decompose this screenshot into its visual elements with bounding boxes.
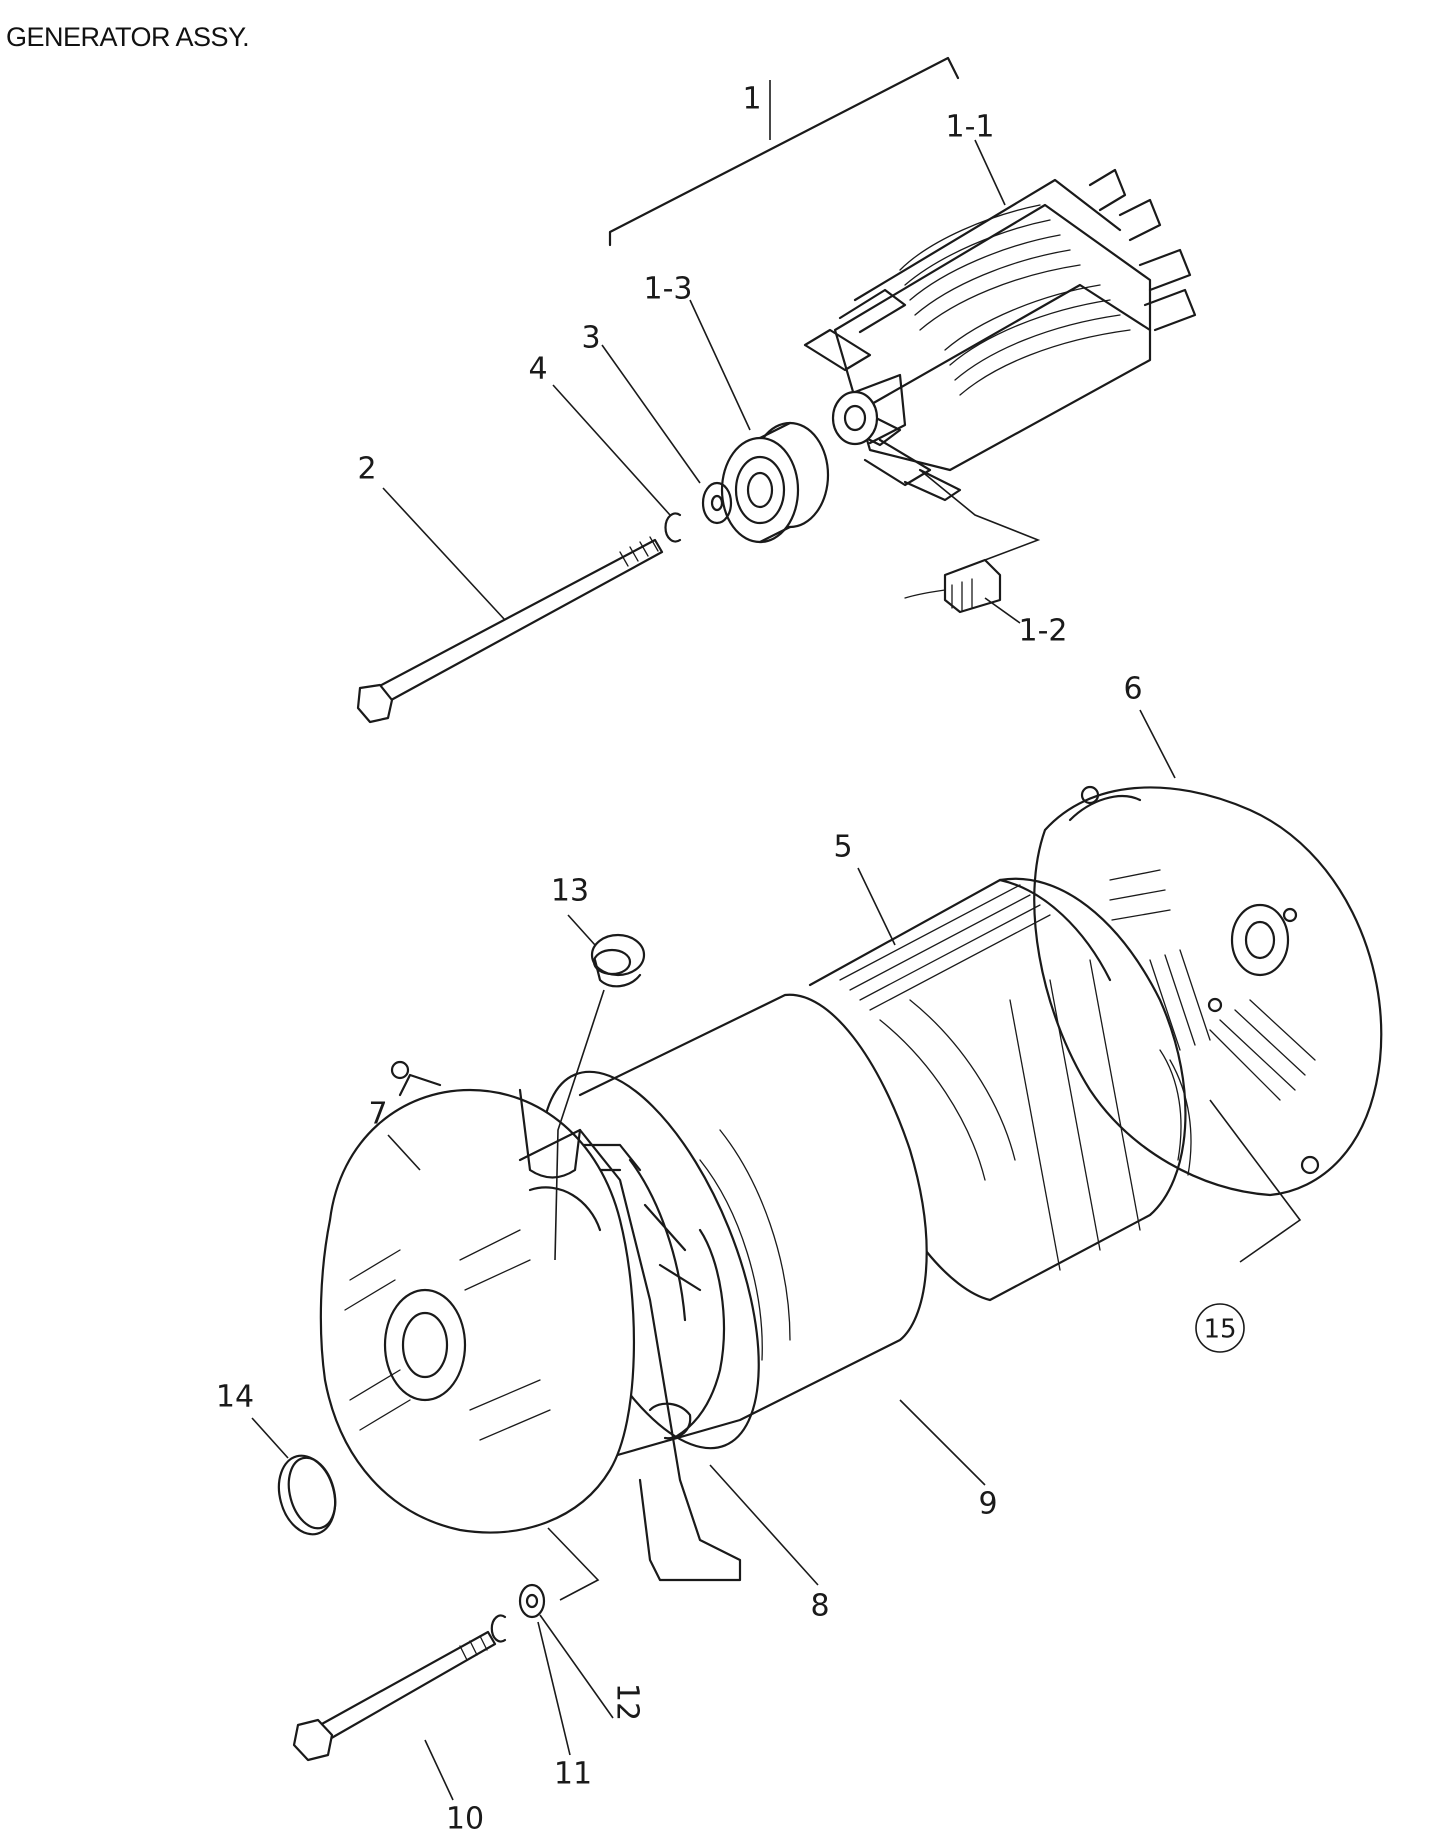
callout-5: 5 xyxy=(833,830,852,865)
callout-3: 3 xyxy=(581,321,600,356)
grommet-13 xyxy=(554,933,646,1261)
callout-4: 4 xyxy=(528,352,547,387)
part-callouts: 1 1-1 1-2 1-3 2 3 4 5 6 7 8 9 10 11 12 1… xyxy=(216,82,1245,1837)
bearing xyxy=(720,421,830,544)
callout-13: 13 xyxy=(551,874,589,909)
rotor-group-bracket xyxy=(608,56,960,247)
callout-1-3: 1-3 xyxy=(644,272,693,307)
callout-8: 8 xyxy=(810,1589,829,1624)
lock-washer-11 xyxy=(490,1614,507,1643)
washer-12 xyxy=(518,1583,546,1619)
callout-1: 1 xyxy=(742,82,761,117)
diagram-title: GENERATOR ASSY. xyxy=(6,22,250,52)
assembly-guide-lines xyxy=(547,1099,1302,1601)
washer-3 xyxy=(701,481,733,525)
callout-14: 14 xyxy=(216,1380,254,1415)
rotor xyxy=(803,168,1197,502)
cap-14 xyxy=(277,1454,337,1536)
callout-10: 10 xyxy=(446,1802,484,1837)
through-bolt-2 xyxy=(356,536,664,724)
callout-9: 9 xyxy=(978,1487,997,1522)
rear-bracket-6 xyxy=(1033,785,1383,1197)
callout-11: 11 xyxy=(554,1757,592,1792)
rectifier xyxy=(904,469,1041,614)
callout-1-1: 1-1 xyxy=(946,110,995,145)
callout-2: 2 xyxy=(357,452,376,487)
callout-7: 7 xyxy=(368,1097,387,1132)
stator-cover-9 xyxy=(540,993,928,1462)
callout-1-2: 1-2 xyxy=(1019,614,1068,649)
stator-5 xyxy=(808,877,1192,1302)
callout-15: 15 xyxy=(1195,1303,1245,1353)
lock-washer-4 xyxy=(664,512,682,543)
bolt-10 xyxy=(292,1630,497,1762)
callout-15-text: 15 xyxy=(1203,1315,1236,1345)
leader-lines xyxy=(251,80,1176,1801)
callout-12: 12 xyxy=(610,1683,645,1721)
callout-6: 6 xyxy=(1123,672,1142,707)
